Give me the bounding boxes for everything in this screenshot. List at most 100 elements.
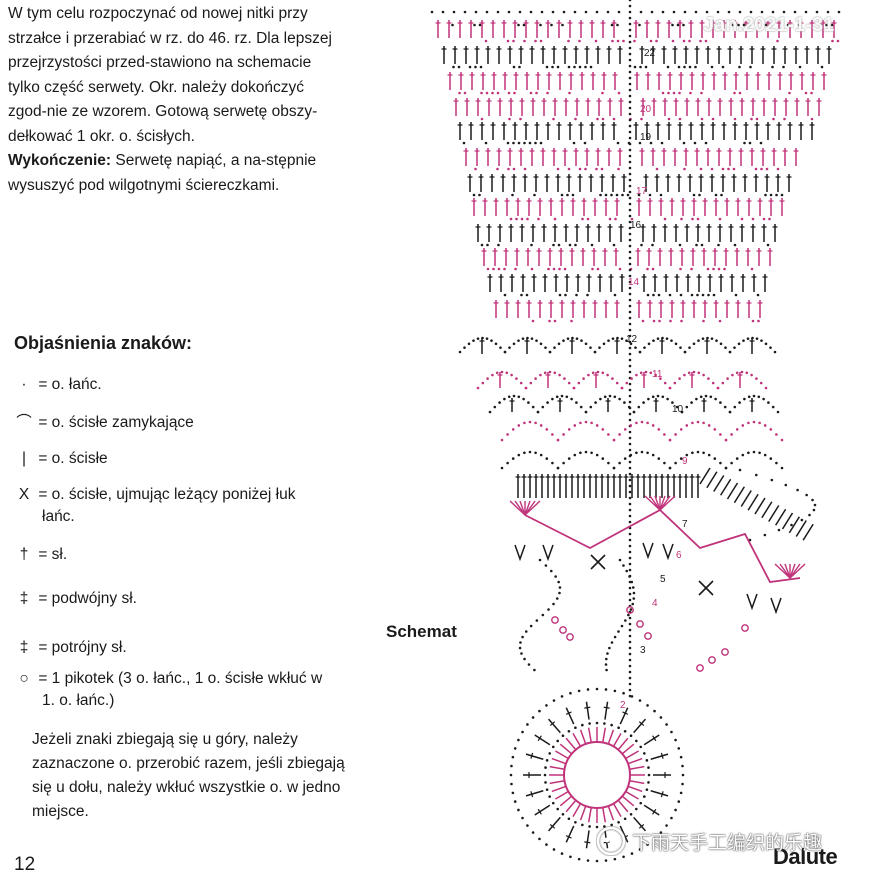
ring-stitch (560, 744, 571, 754)
chain-dot (469, 66, 472, 69)
chain-dot (552, 11, 555, 14)
chain-dot (554, 218, 557, 221)
chain-dot (669, 294, 672, 297)
stitch-bar (584, 842, 590, 843)
chain-dot (519, 647, 522, 650)
chain-dot (507, 142, 510, 145)
chain-dot (724, 346, 727, 349)
picot-ring (560, 627, 566, 633)
chain-dot (570, 320, 573, 323)
chain-dot (664, 218, 667, 221)
chain-dot (458, 66, 461, 69)
ring-stitch (628, 759, 642, 764)
chain-dot (673, 92, 676, 95)
chain-dot (663, 433, 666, 436)
chain-dot (608, 647, 611, 650)
ring-stitch (586, 830, 589, 848)
chain-dot (629, 443, 632, 446)
chain-dot (641, 421, 644, 424)
chain-dot (630, 424, 633, 427)
chain-dot (598, 346, 601, 349)
chain-dot (734, 406, 737, 409)
chain-dot (733, 168, 736, 171)
chain-dot (634, 346, 637, 349)
chain-dot (629, 11, 632, 14)
chain-dot (532, 406, 535, 409)
chain-dot (629, 623, 632, 626)
chain-dot (498, 401, 501, 404)
chain-dot (557, 439, 560, 442)
chain-dot (574, 821, 577, 824)
chain-dot (712, 118, 715, 121)
chain-dot (486, 337, 489, 340)
row-number: 7 (682, 519, 688, 530)
slip-stitch-icon: ⌒ (14, 412, 34, 434)
chain-dot (688, 346, 691, 349)
chain-dot (739, 92, 742, 95)
chain-dot (646, 451, 649, 454)
chain-dot (550, 570, 553, 573)
row-number: 17 (636, 186, 648, 197)
chain-dot (680, 792, 683, 795)
chain-dot (579, 422, 582, 425)
chain-dot (629, 293, 632, 296)
chain-dot (629, 521, 632, 524)
chain-dot (742, 339, 745, 342)
ring-stitch (622, 744, 633, 754)
chain-dot (472, 339, 475, 342)
chain-dot (518, 454, 521, 457)
chain-dot (473, 24, 476, 27)
chain-dot (811, 118, 814, 121)
picot-ring (637, 621, 643, 627)
chain-dot (734, 244, 737, 247)
ring-stitch (605, 702, 608, 720)
chain-dot (568, 66, 571, 69)
chain-dot (621, 625, 624, 628)
finishing-paragraph: Wykończenie: Serwetę napiąć, a na-stępni… (8, 149, 338, 198)
chain-dot (513, 66, 516, 69)
chain-dot (510, 218, 513, 221)
chain-dot (730, 433, 733, 436)
chain-dot (681, 783, 684, 786)
chain-dot (546, 788, 549, 791)
chain-dot (497, 244, 500, 247)
chain-dot (534, 40, 537, 43)
chain-dot (431, 11, 434, 14)
chain-dot (686, 406, 689, 409)
chain-dot (531, 337, 534, 340)
chain-dot (601, 92, 604, 95)
chain-dot (557, 66, 560, 69)
legend-title: Objaśnienia znaków: (14, 333, 192, 354)
chain-dot (586, 294, 589, 297)
stitch-stem (734, 487, 744, 503)
ring-stitch (618, 738, 628, 749)
legend-item-slip: ⌒ = o. ścisłe zamykające (14, 412, 194, 434)
chain-dot (715, 339, 718, 342)
chain-dot (746, 371, 749, 374)
chain-dot (532, 320, 535, 323)
row-number: 6 (676, 550, 682, 561)
chain-dot (452, 66, 455, 69)
chain-dot (698, 194, 701, 197)
chain-dot (569, 692, 572, 695)
chain-dot (614, 858, 617, 861)
chain-dot (629, 677, 632, 680)
chain-dot (508, 118, 511, 121)
row-number: 3 (640, 645, 646, 656)
chain-dot (627, 194, 630, 197)
chain-dot (736, 371, 739, 374)
chain-dot (523, 451, 526, 454)
chain-dot (556, 740, 559, 743)
chain-dot (519, 118, 522, 121)
chain-dot (520, 382, 523, 385)
chain-dot (684, 11, 687, 14)
chain-dot (531, 268, 534, 271)
chain-dot (495, 342, 498, 345)
chain-dot (606, 374, 609, 377)
chain-dot (747, 422, 750, 425)
chain-dot (632, 586, 635, 589)
chain-dot (508, 346, 511, 349)
chain-dot (656, 168, 659, 171)
chain-dot (552, 746, 555, 749)
stitch-bar (604, 707, 610, 708)
